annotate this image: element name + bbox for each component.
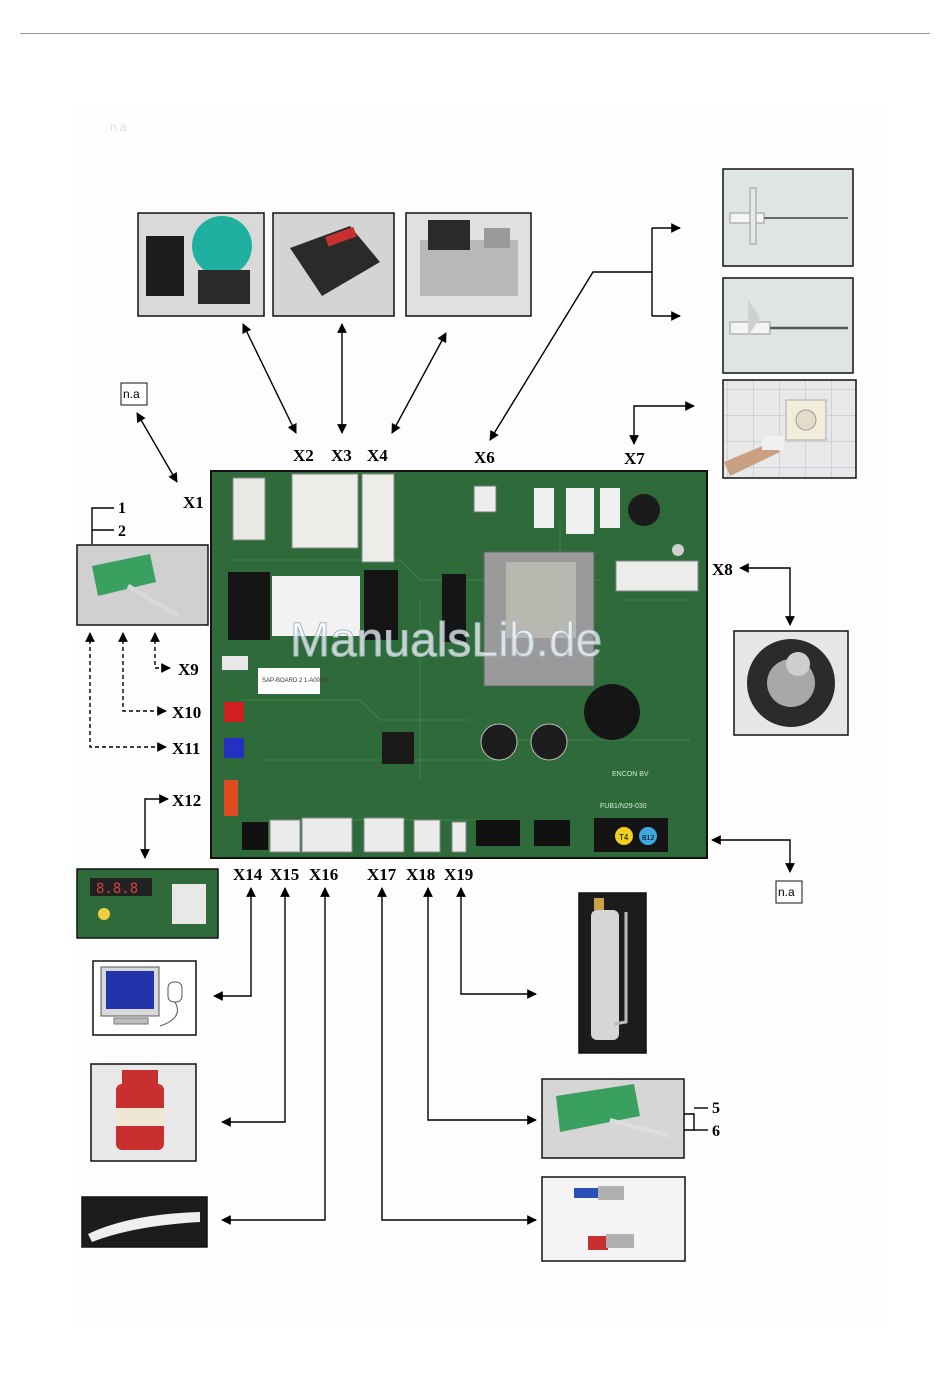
svg-text:8.8.8: 8.8.8 bbox=[96, 881, 138, 897]
exhaust-sensor-photo bbox=[91, 1064, 196, 1161]
ionisation-electrode-photo bbox=[723, 278, 853, 373]
label-x19: X19 bbox=[444, 865, 473, 884]
board-b12-label: B12 bbox=[642, 835, 655, 842]
water-pressure-sensor-photo bbox=[579, 893, 646, 1053]
pin-1: 1 bbox=[118, 500, 126, 517]
label-x8: X8 bbox=[712, 560, 733, 579]
flexible-tube-photo bbox=[82, 1197, 207, 1247]
ignition-electrode-photo bbox=[723, 169, 853, 266]
label-x12: X12 bbox=[172, 791, 201, 810]
label-x16: X16 bbox=[309, 865, 338, 884]
na-faint: n.a bbox=[110, 120, 127, 134]
board-code-text: FUB1/N29-030 bbox=[600, 803, 647, 810]
label-x17: X17 bbox=[367, 865, 397, 884]
pin-6: 6 bbox=[712, 1123, 720, 1140]
pump-photo bbox=[138, 213, 264, 316]
label-x2: X2 bbox=[293, 446, 314, 465]
pin-5: 5 bbox=[712, 1100, 720, 1117]
label-x4: X4 bbox=[367, 446, 388, 465]
label-x10: X10 bbox=[172, 703, 201, 722]
mains-socket-photo bbox=[723, 380, 856, 478]
label-x18: X18 bbox=[406, 865, 435, 884]
watermark: ManualsLib.de bbox=[290, 614, 602, 667]
board-brand-text: ENCON BV bbox=[612, 771, 649, 778]
label-x15: X15 bbox=[270, 865, 299, 884]
label-x6: X6 bbox=[474, 448, 495, 467]
label-x1: X1 bbox=[183, 493, 204, 512]
ignition-unit-photo bbox=[273, 213, 394, 316]
label-x9: X9 bbox=[178, 660, 199, 679]
connector-x18-photo bbox=[542, 1079, 684, 1158]
connector-x9-x11-photo bbox=[77, 545, 208, 625]
temperature-sensors-photo bbox=[542, 1177, 685, 1261]
label-x14: X14 bbox=[233, 865, 263, 884]
na-box-bottom: n.a bbox=[778, 885, 795, 899]
board-sticker-text: SAP-BOARD 2 1-A0020 bbox=[262, 678, 327, 684]
na-box-top: n.a bbox=[123, 387, 140, 401]
board-t4-label: T4 bbox=[619, 833, 629, 842]
gas-valve-photo bbox=[406, 213, 531, 316]
label-x3: X3 bbox=[331, 446, 352, 465]
fan-photo bbox=[734, 631, 848, 735]
display-board-photo: 8.8.8 bbox=[77, 869, 218, 938]
label-x7: X7 bbox=[624, 449, 645, 468]
pin-2: 2 bbox=[118, 523, 126, 540]
label-x11: X11 bbox=[172, 739, 200, 758]
pc-connection-icon bbox=[93, 961, 196, 1035]
